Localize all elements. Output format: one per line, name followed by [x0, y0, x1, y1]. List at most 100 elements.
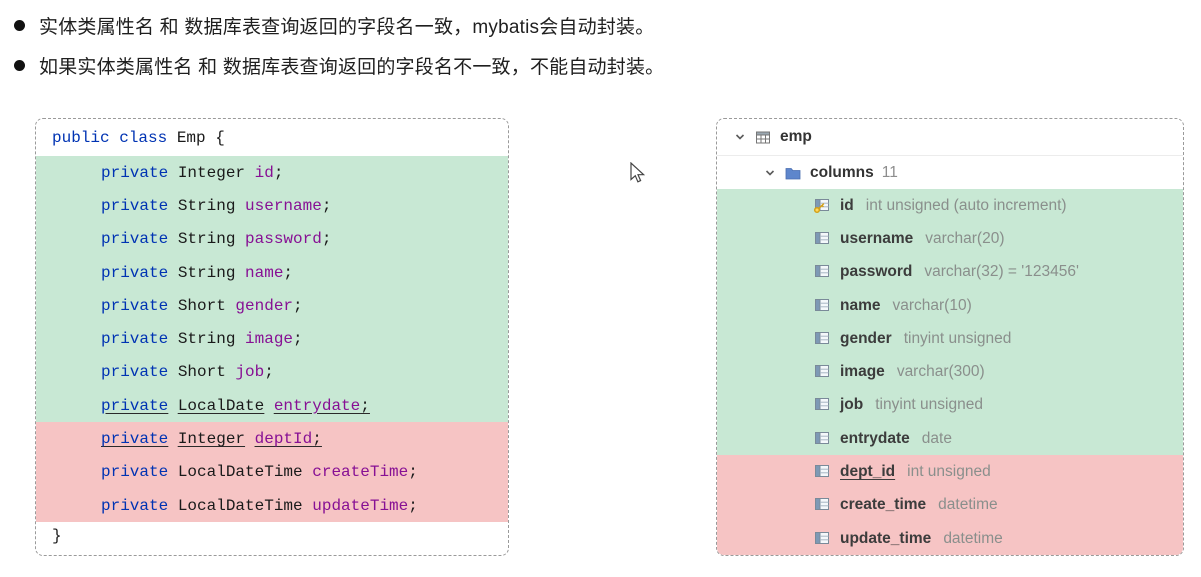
code-line-content: private LocalDateTime updateTime; [101, 497, 418, 515]
column-grid-icon [813, 431, 832, 447]
db-column-row-entrydate[interactable]: entrydate date [717, 422, 1183, 456]
java-type: LocalDateTime [177, 496, 303, 515]
java-keyword: private [101, 196, 169, 215]
column-grid-icon [813, 298, 832, 314]
column-type: varchar(300) [896, 363, 985, 381]
db-column-row-create_time[interactable]: create_time datetime [717, 488, 1183, 522]
java-type: String [177, 196, 236, 215]
db-column-row-job[interactable]: job tinyint unsigned [717, 388, 1183, 423]
column-grid-icon [813, 531, 832, 547]
table-name: emp [780, 128, 812, 145]
column-name: update_time [840, 529, 932, 547]
column-name: username [840, 229, 914, 247]
code-line-content: private String username; [101, 197, 331, 215]
open-brace: { [215, 128, 225, 147]
db-column-row-password[interactable]: password varchar(32) = '123456' [717, 255, 1183, 289]
bullet-point-1: 实体类属性名 和 数据库表查询返回的字段名一致，mybatis会自动封装。 [14, 12, 654, 39]
java-field-name: name [245, 263, 284, 282]
java-keyword: private [101, 230, 169, 249]
column-type: datetime [938, 496, 998, 514]
java-field-name: job [235, 363, 265, 382]
column-grid-icon [813, 464, 832, 480]
java-field-name: image [245, 330, 294, 349]
java-field-name: deptId [254, 430, 313, 449]
java-keyword: private [101, 430, 169, 449]
column-name: dept_id [840, 463, 896, 481]
semicolon: ; [312, 430, 322, 449]
java-field-name: gender [235, 296, 294, 315]
bullet-point-2: 如果实体类属性名 和 数据库表查询返回的字段名不一致，不能自动封装。 [14, 52, 664, 79]
db-column-row-name[interactable]: name varchar(10) [717, 288, 1183, 323]
db-column-row-image[interactable]: image varchar(300) [717, 355, 1183, 389]
code-line-closing-brace: } [36, 522, 508, 555]
columns-folder-label: columns [810, 163, 874, 181]
code-line-username: private String username; [36, 189, 508, 223]
close-brace: } [52, 527, 62, 546]
column-type: varchar(20) [925, 229, 1005, 247]
java-field-name: id [254, 163, 274, 182]
java-keyword: private [101, 263, 169, 282]
java-type: String [177, 230, 236, 249]
column-grid-icon [813, 364, 832, 380]
column-name: name [840, 296, 881, 314]
semicolon: ; [293, 330, 303, 349]
java-keyword: private [101, 163, 169, 182]
semicolon: ; [360, 396, 370, 415]
column-name: create_time [840, 496, 927, 514]
column-type: varchar(32) = '123456' [924, 263, 1079, 281]
java-class-name: Emp [176, 128, 206, 147]
mouse-cursor-icon [628, 161, 648, 184]
db-column-row-update_time[interactable]: update_time datetime [717, 521, 1183, 555]
java-keyword: private [101, 496, 169, 515]
column-name: password [840, 263, 913, 281]
java-keyword: public class [52, 128, 168, 147]
java-type: String [177, 330, 236, 349]
java-field-name: createTime [312, 463, 409, 482]
java-field-name: username [245, 196, 322, 215]
java-keyword: private [101, 330, 169, 349]
bullet-dot-icon [14, 60, 25, 71]
column-name: id [840, 196, 854, 214]
db-tree-panel: emp columns 11 id int unsigned (auto incr… [716, 118, 1184, 556]
column-grid-icon [813, 397, 832, 413]
table-icon [755, 129, 773, 145]
java-type: Integer [177, 163, 246, 182]
chevron-down-icon[interactable] [761, 166, 779, 180]
java-field-name: password [245, 230, 322, 249]
semicolon: ; [264, 363, 274, 382]
semicolon: ; [321, 196, 332, 215]
column-grid-icon [813, 497, 832, 513]
db-column-row-username[interactable]: username varchar(20) [717, 222, 1183, 256]
column-type: datetime [943, 529, 1003, 547]
column-type: int unsigned (auto increment) [865, 196, 1067, 214]
column-name: image [840, 363, 885, 381]
column-grid-icon [813, 264, 832, 280]
semicolon: ; [283, 263, 294, 282]
db-column-row-id[interactable]: id int unsigned (auto increment) [717, 189, 1183, 223]
column-name: job [840, 396, 864, 414]
folder-icon [785, 165, 803, 181]
java-keyword: private [101, 296, 169, 315]
semicolon: ; [408, 496, 418, 515]
tree-row-columns-folder[interactable]: columns 11 [717, 156, 1183, 189]
column-name: entrydate [840, 429, 910, 447]
code-line-class-declaration: public class Emp { [36, 119, 508, 156]
tree-row-table-emp[interactable]: emp [717, 119, 1183, 156]
columns-count: 11 [881, 163, 898, 181]
column-type: tinyint unsigned [875, 396, 983, 414]
column-type: date [921, 429, 952, 447]
column-type: varchar(10) [892, 296, 972, 314]
chevron-down-icon[interactable] [731, 130, 749, 144]
column-name: gender [840, 329, 892, 347]
java-field-name: updateTime [312, 496, 409, 515]
